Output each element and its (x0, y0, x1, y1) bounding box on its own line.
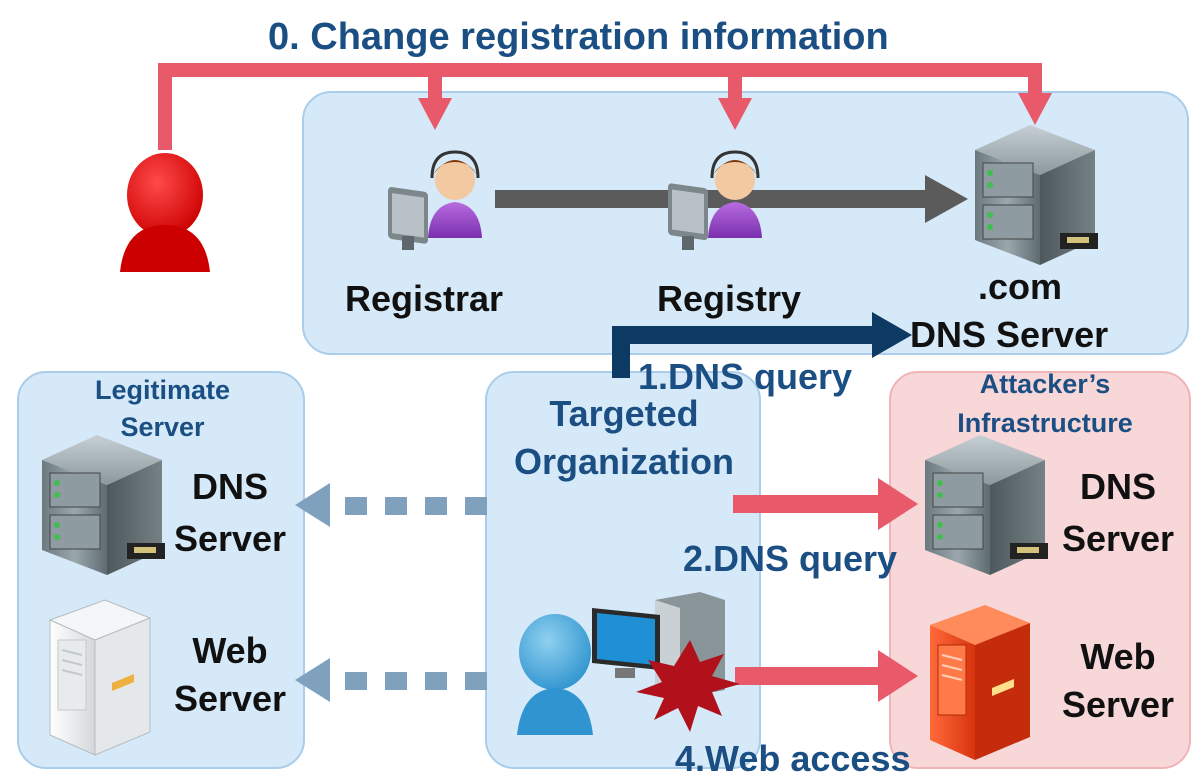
attacker-web-server-icon (930, 605, 1030, 760)
attacker-web-label-line1: Web (1080, 636, 1156, 677)
attacker-dns-server-icon (925, 435, 1048, 575)
dns-query-1-label: 1.DNS query (638, 356, 853, 397)
dns-query-2-label: 2.DNS query (683, 538, 898, 579)
com-dns-server-icon (975, 125, 1098, 265)
attacker-title-line1: Attacker’s (979, 369, 1111, 399)
registrar-label: Registrar (345, 278, 504, 319)
target-title-line2: Organization (513, 441, 734, 482)
legitimate-title-line1: Legitimate (94, 375, 231, 405)
change-registration-arrow (158, 63, 1042, 150)
legit-web-dotted-arrow (295, 658, 487, 702)
attacker-dns-label-line2: Server (1061, 518, 1175, 559)
attacker-title-line2: Infrastructure (957, 408, 1133, 438)
legit-dns-label-line2: Server (173, 518, 287, 559)
target-user-icon (517, 614, 593, 735)
dns-query-2-arrow (733, 478, 918, 530)
legit-dns-server-icon (42, 435, 165, 575)
web-access-arrow (735, 650, 918, 702)
compromise-burst-icon (636, 640, 740, 732)
change-registration-arrowheads (418, 93, 1052, 130)
operator-registrar-icon (388, 150, 482, 250)
web-access-label: 4.Web access (675, 738, 911, 779)
legit-dns-dotted-arrow (295, 483, 487, 527)
legit-web-label-line1: Web (192, 630, 268, 671)
registry-label: Registry (657, 278, 802, 319)
legit-web-label-line2: Server (173, 678, 287, 719)
com-label: .com (978, 266, 1063, 307)
target-title-line1: Targeted (549, 393, 699, 434)
legit-dns-label-line1: DNS (191, 466, 268, 507)
attacker-person-icon (120, 153, 210, 272)
operator-registry-icon (668, 150, 762, 250)
dns-query-1-arrow (612, 312, 912, 378)
legitimate-title-line2: Server (120, 412, 205, 442)
legit-web-server-icon (48, 599, 152, 756)
attacker-web-label-line2: Server (1061, 684, 1175, 725)
attacker-dns-label-line1: DNS (1079, 466, 1156, 507)
com-dns-server-label: DNS Server (910, 314, 1109, 355)
diagram-title: 0. Change registration information (268, 16, 889, 58)
registration-flow-arrow (495, 175, 968, 223)
